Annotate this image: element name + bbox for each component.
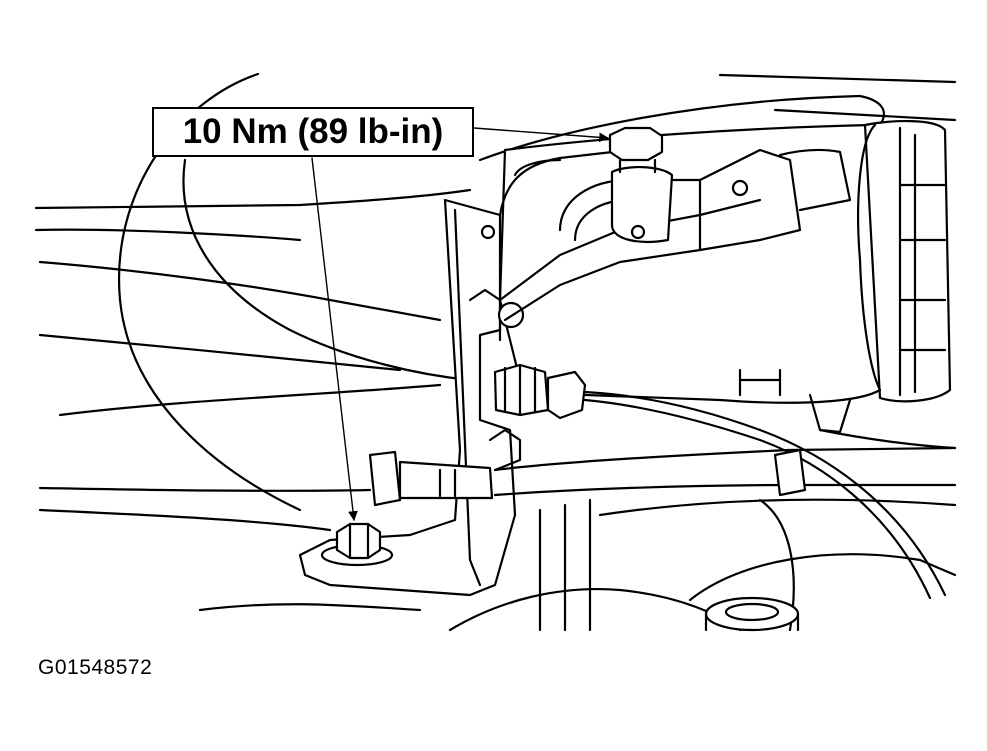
throttle-body-housing: [498, 120, 952, 434]
lower-bolt: [320, 522, 394, 567]
torque-spec-callout: 10 Nm (89 lb-in): [152, 107, 474, 157]
engine-lower-surfaces: [448, 498, 957, 632]
hose-fittings: [368, 363, 957, 600]
figure-id: G01548572: [38, 656, 153, 679]
leader-lines: [311, 127, 609, 521]
upper-bolt: [608, 126, 674, 243]
